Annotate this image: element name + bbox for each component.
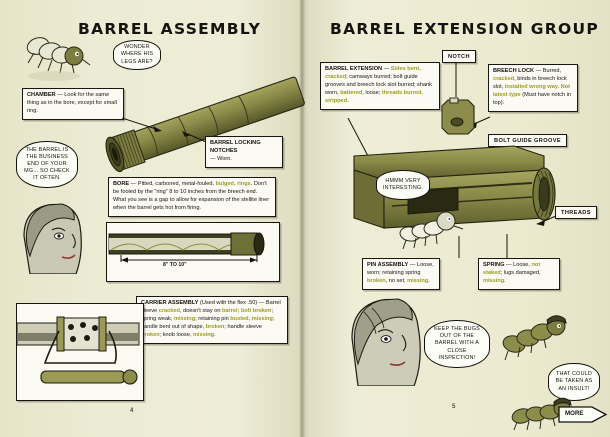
more-button-label[interactable]: MORE [565,410,584,417]
balloon-text: HMMM VERY INTERESTING. [382,177,424,191]
callout-body-6: ; handle sleeve [224,323,262,330]
callout-body-1: — Loose, worn; retaining spring [367,262,434,276]
balloon-text: THAT COULD BE TAKEN AS AN INSULT! [555,371,593,392]
callout-highlight-1: not staked [483,262,541,276]
callout-highlight-2: missing [483,277,505,284]
callout-body-1: (Used with the flex .50) — Barrel sleeve [141,300,281,314]
callout-body-7: ; knob loose, [159,331,193,338]
callout-body-4: ; retaining pin [195,315,231,322]
caterpillar-character-right [399,211,464,250]
leader-chamber [122,117,162,132]
callout-body-2: , doesn't stay on [179,307,223,314]
label-threads: THREADS [555,206,597,219]
callout-highlight-2: missing [407,277,429,284]
callout-title: CARRIER ASSEMBLY [141,300,199,306]
callout-body: — Worn. [210,155,232,162]
balloon-caterpillar-insult: THAT COULD BE TAKEN AS AN INSULT! [548,363,600,401]
page-number-right: 5 [452,404,456,410]
callout-highlight-2: barrel; bolt broken [222,307,272,314]
leader-pin-assembly [458,236,460,258]
woman-portrait-left [23,203,82,274]
balloon-caterpillar-legs: WONDER WHERE HIS LEGS ARE? [113,40,161,70]
callout-title: BREECH LOCK [493,68,535,74]
callout-highlight-7: missing [192,331,215,338]
callout-body-3: (Must have notch in top). [493,91,572,106]
callout-body-4: . [347,97,349,104]
callout-barrel-locking-notches: BARREL LOCKING NOTCHES — Worn. [205,136,283,168]
page-gutter [299,0,305,437]
callout-body-3: , loose; [362,89,382,96]
callout-body-1: — Burred, [534,68,562,74]
page-title-left: BARREL ASSEMBLY [78,20,262,38]
balloon-text: WONDER WHERE HIS LEGS ARE? [120,44,154,65]
woman-portrait-right [351,298,421,386]
callout-title: CHAMBER [27,92,56,98]
barrel-illustration [105,76,305,173]
callout-body-2: , binds in breech lock slot, [493,75,567,90]
callout-body-2: ; camways burred; bolt guide grooves and… [325,73,432,96]
caterpillar-character-left [26,37,91,81]
callout-body: — Look for the same thing as in the bore… [27,92,117,114]
balloon-text: KEEP THE BUGS OUT OF THE BARREL WITH A C… [434,326,480,361]
callout-body-1: — Pitted, carboned, metal-fouled, [129,181,216,187]
leader-barrel-extension [347,118,369,157]
caterpillar-character-bottom [511,397,572,431]
callout-spring: SPRING — Loose, not staked; lugs damaged… [478,258,560,290]
callout-breech-lock: BREECH LOCK — Burred, cracked, binds in … [488,64,578,112]
leader-notches [182,131,207,143]
breech-lock-illustration [441,97,475,135]
callout-highlight-5: broken [205,323,225,330]
callout-body-5: ; handle bent out of shape, [141,315,275,330]
callout-body-2: . Don't be fooled by the "ring" 8 to 10 … [113,181,270,211]
leader-threads [536,215,557,226]
callout-body-8: . [214,331,216,338]
callout-bore: BORE — Pitted, carboned, metal-fouled, b… [108,177,276,217]
callout-body-3: . [428,277,430,284]
callout-highlight-1: bulged, rings [215,181,251,187]
callout-title: BARREL EXTENSION [325,66,383,72]
callout-highlight-6: broken [141,331,160,338]
callout-title: SPRING [483,262,505,268]
page-title-right: BARREL EXTENSION GROUP [330,20,600,38]
callout-title: BORE [113,181,130,187]
callout-body-2: ; lugs damaged, [500,269,541,276]
page-number-left: 4 [130,408,134,414]
bore-dimension-label: 8" TO 10" [160,262,190,268]
bore-cutaway-illustration [108,232,265,263]
balloon-woman-barrel: THE BARREL IS THE BUSINESS END OF YOUR M… [16,141,78,188]
callout-pin-assembly: PIN ASSEMBLY — Loose, worn; retaining sp… [362,258,440,290]
balloon-caterpillar-interesting: HMMM VERY INTERESTING. [376,170,430,200]
label-bolt-guide-groove: BOLT GUIDE GROOVE [488,134,567,147]
caterpillar-character-bottom-right [502,315,567,361]
leader-spring [506,234,508,258]
callout-chamber: CHAMBER — Look for the same thing as in … [22,88,124,120]
callout-highlight-4: busted, missing [230,315,273,322]
callout-body-1: — Loose, [504,262,532,268]
more-arrow-shape[interactable] [558,405,608,424]
leader-notch [455,63,457,97]
callout-body-3: . [504,277,506,284]
callout-title: BARREL LOCKING NOTCHES [210,140,261,154]
callout-highlight-2: installed wrong way. Not latest type [493,83,570,98]
callout-carrier-assembly: CARRIER ASSEMBLY (Used with the flex .50… [136,296,288,344]
callout-highlight-3: missing [173,315,196,322]
callout-highlight-1: Sides bent, cracked [325,66,421,80]
balloon-woman-keep-bugs-out: KEEP THE BUGS OUT OF THE BARREL WITH A C… [424,320,490,368]
carrier-assembly-illustration [17,316,140,385]
callout-highlight-2: battered [340,89,363,96]
callout-highlight-1: broken [367,277,386,284]
label-notch: NOTCH [442,50,476,63]
callout-highlight-1: cracked [158,307,180,314]
balloon-text: THE BARREL IS THE BUSINESS END OF YOUR M… [24,146,70,182]
callout-body-3: ; spring weak, [141,307,273,322]
callout-body-1: — [382,66,391,72]
callout-title: PIN ASSEMBLY [367,262,409,268]
callout-highlight-1: cracked [493,75,515,82]
callout-barrel-extension: BARREL EXTENSION — Sides bent, cracked; … [320,62,440,110]
callout-body-2: , no set, [385,277,408,284]
callout-highlight-3: threads burred, stripped [325,89,423,104]
